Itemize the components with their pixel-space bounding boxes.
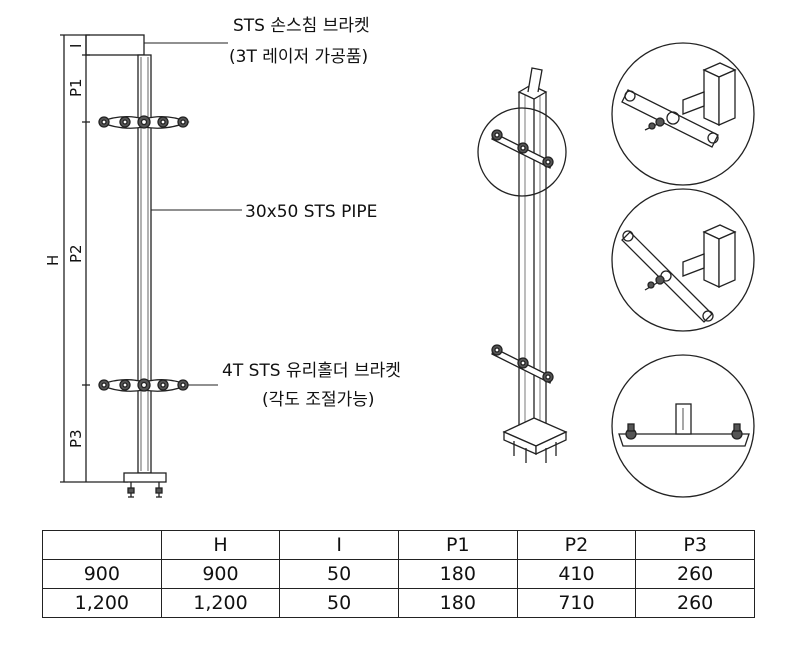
dim-i: I bbox=[67, 44, 85, 48]
dim-p1: P1 bbox=[67, 78, 85, 97]
table-cell: 900 bbox=[160, 559, 281, 589]
table-header-cell: P3 bbox=[635, 530, 755, 560]
table-header-cell: P1 bbox=[397, 530, 518, 560]
table-header-row: H I P1 P2 P3 bbox=[42, 530, 755, 560]
table-cell: 260 bbox=[635, 559, 755, 589]
technical-drawing: STS 손스침 브라켓 (3T 레이저 가공품) 30x50 STS PIPE … bbox=[44, 16, 755, 498]
isometric-view bbox=[477, 67, 568, 463]
table-cell: 260 bbox=[635, 588, 755, 618]
spec-table: H I P1 P2 P3 900 900 50 180 410 260 1,20… bbox=[42, 530, 755, 618]
label-angle-adjust: (각도 조절가능) bbox=[262, 390, 375, 410]
detail-1 bbox=[611, 42, 755, 186]
label-glass-holder: 4T STS 유리홀더 브라켓 bbox=[222, 361, 401, 381]
table-cell: 180 bbox=[397, 588, 518, 618]
label-handrail-bracket: STS 손스침 브라켓 bbox=[233, 16, 370, 36]
dim-p2: P2 bbox=[67, 244, 85, 263]
table-cell: 50 bbox=[279, 559, 399, 589]
table-row: 900 900 50 180 410 260 bbox=[42, 559, 755, 589]
table-cell: 410 bbox=[516, 559, 637, 589]
detail-callout-circle bbox=[477, 107, 567, 197]
table-header-cell: H bbox=[160, 530, 281, 560]
table-header-cell: P2 bbox=[516, 530, 637, 560]
table-cell: 710 bbox=[516, 588, 637, 618]
glass-holder-lower bbox=[98, 378, 190, 392]
table-cell: 50 bbox=[279, 588, 399, 618]
label-pipe: 30x50 STS PIPE bbox=[245, 202, 377, 222]
dim-h: H bbox=[44, 255, 62, 266]
handrail-bracket bbox=[85, 34, 145, 56]
table-cell: 1,200 bbox=[160, 588, 281, 618]
table-cell: 1,200 bbox=[42, 588, 162, 618]
iso-glass-holder-upper bbox=[491, 129, 554, 169]
table-row: 1,200 1,200 50 180 710 260 bbox=[42, 588, 755, 618]
table-header-cell: I bbox=[279, 530, 399, 560]
detail-2 bbox=[611, 188, 755, 332]
label-laser-part: (3T 레이저 가공품) bbox=[229, 47, 368, 67]
iso-glass-holder-lower bbox=[491, 344, 554, 384]
detail-3 bbox=[611, 354, 755, 498]
base-plate bbox=[123, 472, 167, 498]
table-cell: 180 bbox=[397, 559, 518, 589]
table-header-cell bbox=[42, 530, 162, 560]
dim-p3: P3 bbox=[67, 429, 85, 448]
glass-holder-upper bbox=[98, 115, 190, 129]
front-elevation bbox=[60, 34, 242, 498]
table-cell: 900 bbox=[42, 559, 162, 589]
